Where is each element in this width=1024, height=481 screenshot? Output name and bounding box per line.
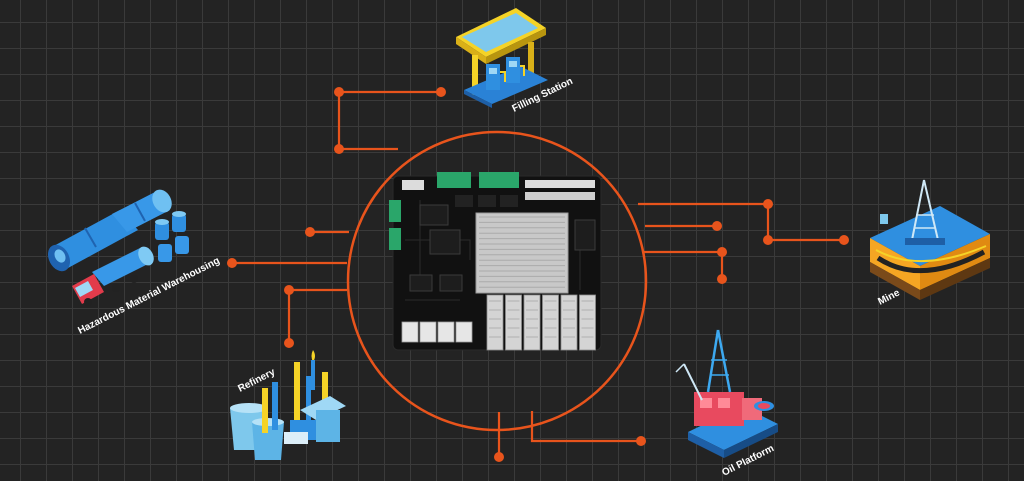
connector-bottom-right [530, 411, 641, 443]
connector-dot [334, 144, 344, 154]
connector-dot [712, 221, 722, 231]
connector-dot [436, 87, 446, 97]
connector-dot [717, 274, 727, 284]
connector-dot [494, 452, 504, 462]
connector-lines [232, 90, 844, 457]
connector-dot [636, 436, 646, 446]
hazardous-warehouse-illustration [47, 189, 189, 306]
central-ring [346, 130, 648, 432]
label-mine: Mine [876, 287, 902, 307]
connector-dot [305, 227, 315, 237]
connector-dot [284, 285, 294, 295]
circuit-board [389, 172, 602, 351]
label-refinery: Refinery [236, 367, 277, 395]
connector-dot [334, 87, 344, 97]
mine-illustration [870, 179, 990, 300]
connector-dot [717, 247, 727, 257]
connector-mine [638, 202, 844, 242]
connector-refinery [287, 288, 347, 343]
connector-oil-platform [642, 250, 724, 279]
connector-dot [839, 235, 849, 245]
connector-dot [763, 199, 773, 209]
connector-dot [763, 235, 773, 245]
heatsink [475, 212, 569, 294]
label-hazardous: Hazardous Material Warehousing [76, 255, 221, 336]
refinery-illustration [230, 350, 346, 460]
connector-filling-station [337, 90, 441, 151]
connector-dot [227, 258, 237, 268]
connector-dots [227, 87, 849, 462]
filling-station-illustration [456, 8, 548, 108]
connector-dot [284, 338, 294, 348]
oil-platform-illustration [675, 329, 778, 458]
